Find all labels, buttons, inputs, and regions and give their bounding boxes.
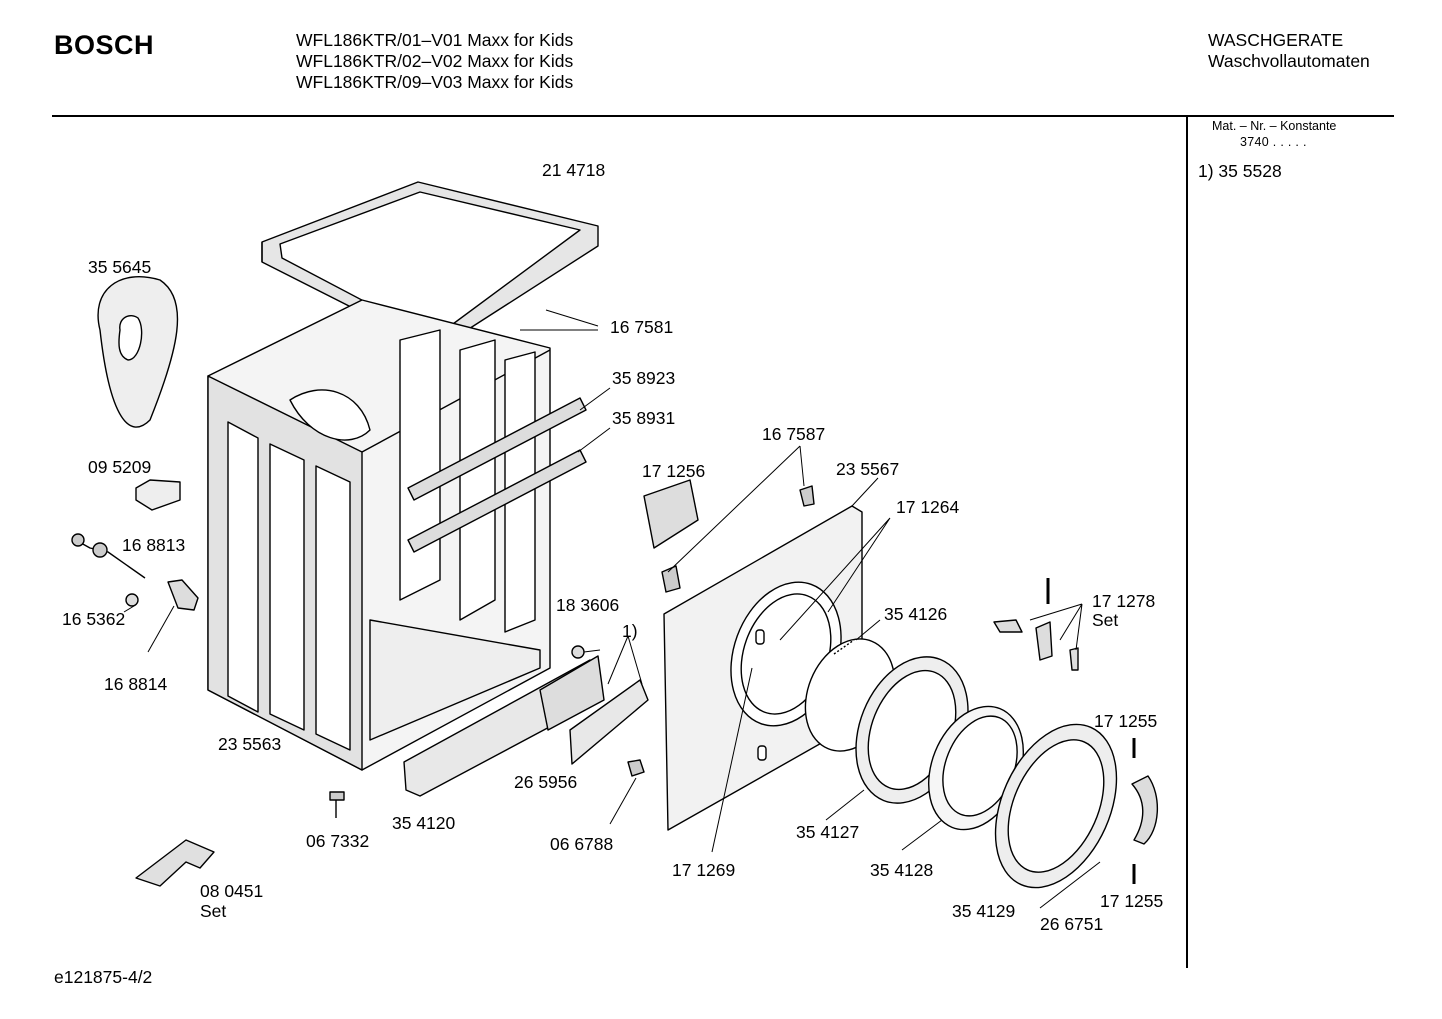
- part-number-label: 17 1264: [896, 497, 960, 517]
- part-number-label: 35 8931: [612, 408, 676, 428]
- part-number-label: 16 5362: [62, 609, 126, 629]
- cross-rail-parts: [407, 397, 587, 553]
- part-number-label: 06 7332: [306, 831, 370, 851]
- cabinet-part: [207, 299, 551, 771]
- part-number-label: 17 1255: [1094, 711, 1158, 731]
- model-line: WFL186KTR/01–V01 Maxx for Kids: [296, 30, 574, 50]
- header-divider: [52, 115, 1394, 117]
- material-number-value: 3740 . . . . .: [1240, 135, 1307, 149]
- sidebar-divider: [1186, 116, 1188, 968]
- part-number-label: 16 8814: [104, 674, 168, 694]
- part-number-label: 17 1256: [642, 461, 706, 481]
- category-subtitle: Waschvollautomaten: [1208, 51, 1370, 71]
- front-panel-part: [663, 505, 863, 831]
- part-number-label: 17 1255: [1100, 891, 1164, 911]
- part-number-label: 23 5563: [218, 734, 282, 754]
- material-number-label: Mat. – Nr. – Konstante: [1212, 119, 1337, 133]
- footnote-entry: 1) 35 5528: [1198, 161, 1282, 181]
- part-number-label: 17 1269: [672, 860, 736, 880]
- door-glass-part: [927, 705, 1025, 831]
- model-list: WFL186KTR/01–V01 Maxx for Kids WFL186KTR…: [296, 30, 573, 93]
- part-number-label: 26 5956: [514, 772, 578, 792]
- door-handle-part: [993, 578, 1159, 884]
- door-lock-part: [643, 479, 815, 593]
- part-number-label: Set: [200, 901, 227, 921]
- part-number-label: 35 8923: [612, 368, 676, 388]
- leader-lines: [123, 309, 1101, 909]
- model-line: WFL186KTR/09–V03 Maxx for Kids: [296, 72, 574, 92]
- rear-panel-part: [97, 276, 179, 428]
- part-number-label: 35 4126: [884, 604, 948, 624]
- part-number-label: 17 1278: [1092, 591, 1156, 611]
- part-number-label: 16 7587: [762, 424, 826, 444]
- model-line: WFL186KTR/02–V02 Maxx for Kids: [296, 51, 574, 71]
- part-number-label: 16 8813: [122, 535, 186, 555]
- part-number-label: Set: [1092, 610, 1119, 630]
- part-number-label: 21 4718: [542, 160, 606, 180]
- part-number-label: 35 4120: [392, 813, 456, 833]
- door-outer-ring-part: [994, 723, 1118, 889]
- part-number-label: 35 4129: [952, 901, 1016, 921]
- part-number-label: 18 3606: [556, 595, 620, 615]
- part-number-label: 16 7581: [610, 317, 674, 337]
- part-number-label: 06 6788: [550, 834, 614, 854]
- part-number-label: 26 6751: [1040, 914, 1104, 934]
- brand-logo: BOSCH: [54, 30, 155, 60]
- part-number-label: 23 5567: [836, 459, 900, 479]
- small-fastener-parts: [71, 479, 645, 887]
- part-number-label: 1): [622, 621, 638, 641]
- control-fascia-part: [403, 655, 649, 797]
- part-number-label: 08 0451: [200, 881, 264, 901]
- part-number-label: 35 4127: [796, 822, 860, 842]
- part-number-label: 35 5645: [88, 257, 152, 277]
- part-number-label: 09 5209: [88, 457, 152, 477]
- category-block: WASCHGERATE Waschvollautomaten: [1208, 30, 1370, 72]
- document-code: e121875-4/2: [54, 967, 153, 987]
- part-number-label: 35 4128: [870, 860, 934, 880]
- category-title: WASCHGERATE: [1208, 30, 1344, 50]
